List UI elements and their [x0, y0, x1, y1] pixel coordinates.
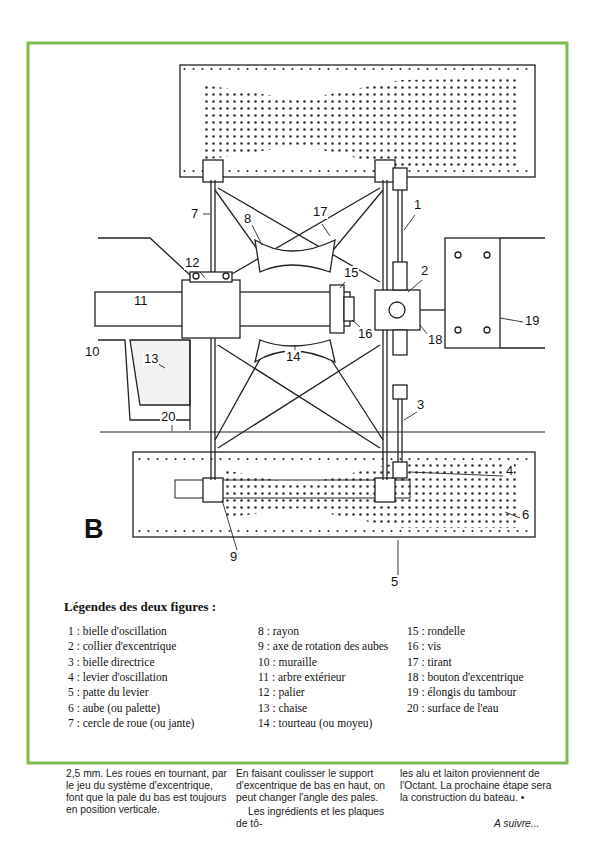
legend-entry: 6 : aube (ou palette)	[68, 702, 160, 715]
legend-entry: 8 : rayon	[258, 625, 299, 638]
callout-number: 8	[243, 212, 252, 226]
legend-entry: 11 : arbre extérieur	[258, 671, 345, 684]
legend-entry: 13 : chaise	[258, 702, 307, 715]
callout-number: 15	[343, 266, 359, 280]
legend-entry: 12 : palier	[258, 686, 305, 699]
legend-entry: 2 : collier d'excentrique	[68, 640, 176, 653]
callout-number: 12	[184, 256, 200, 270]
legend-entry: 15 : rondelle	[407, 625, 465, 638]
legend-entry: 9 : axe de rotation des aubes	[258, 640, 388, 653]
callout-number: 6	[521, 508, 530, 522]
legend-entry: 14 : tourteau (ou moyeu)	[258, 717, 372, 730]
callout-number: 7	[190, 207, 199, 221]
callout-number: 3	[416, 398, 425, 412]
body-text: Les ingrédients et les plaques de tô-	[236, 806, 394, 830]
figure-letter: B	[84, 515, 104, 545]
callout-number: 13	[143, 352, 159, 366]
legend-entry: 1 : bielle d'oscillation	[68, 625, 167, 638]
callout-number: 16	[357, 327, 373, 341]
legend-entry: 10 : muraille	[258, 656, 317, 669]
legend-entry: 4 : levier d'oscillation	[68, 671, 167, 684]
body-text: les alu et laiton proviennent de l'Octan…	[400, 768, 560, 804]
callout-number: 1	[413, 198, 422, 212]
legend-entry: 16 : vis	[407, 640, 441, 653]
callout-number: 18	[427, 333, 443, 347]
callout-number: 9	[229, 550, 238, 564]
legend-heading: Légendes des deux figures :	[64, 600, 216, 614]
legend-entry: 3 : bielle directrice	[68, 656, 155, 669]
legend-entry: 19 : élongis du tambour	[407, 686, 516, 699]
callout-number: 20	[160, 410, 176, 424]
callout-number: 2	[420, 264, 429, 278]
callout-number: 19	[524, 314, 540, 328]
legend-entry: 7 : cercle de roue (ou jante)	[68, 717, 194, 730]
callout-number: 11	[133, 294, 149, 308]
callout-number: 5	[390, 575, 399, 589]
callout-number: 17	[312, 205, 328, 219]
callout-number: 4	[505, 464, 514, 478]
callout-number: 14	[285, 350, 301, 364]
legend-entry: 5 : patte du levier	[68, 686, 148, 699]
body-text: A suivre...	[494, 818, 539, 830]
legend-entry: 17 : tirant	[407, 656, 452, 669]
legend-entry: 20 : surface de l'eau	[407, 702, 498, 715]
callout-number: 10	[84, 345, 100, 359]
body-text: En faisant coulisser le support d'excent…	[236, 768, 394, 804]
legend-entry: 18 : bouton d'excentrique	[407, 671, 524, 684]
body-text: 2,5 mm. Les roues en tournant, par le je…	[66, 768, 231, 816]
